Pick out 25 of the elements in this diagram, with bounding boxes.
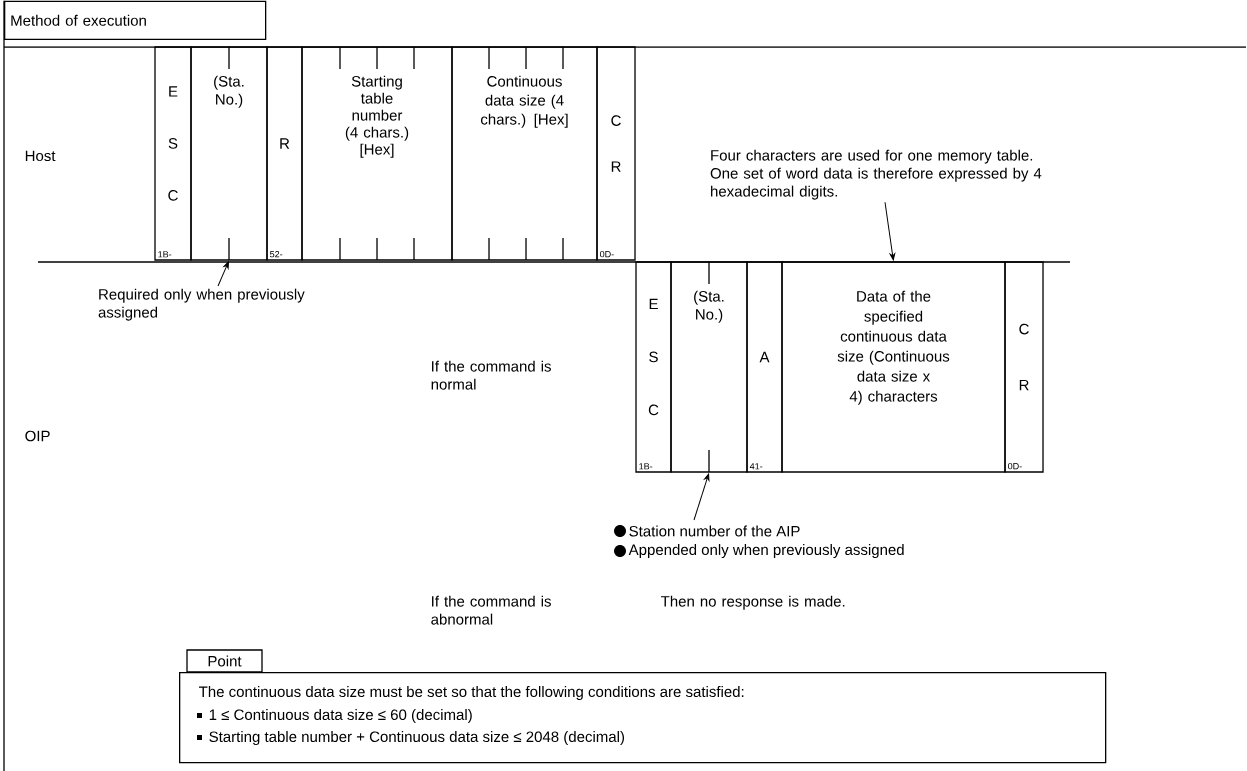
arrow xyxy=(217,261,229,287)
label-text: If the command is abnormal xyxy=(431,595,551,625)
field-cell: Data of the specified continuous data size (Continuous data size x 4) characters xyxy=(781,261,1006,473)
field-cell: Starting table number (4 chars.) [Hex] xyxy=(301,46,453,261)
note-text: Station number of the AIP Appended only when previously assigned xyxy=(614,525,904,558)
label-text: OIP xyxy=(25,430,50,442)
label-text: Host xyxy=(25,150,56,162)
label-text: Then no response is made. xyxy=(661,595,845,610)
field-cell: A 41- xyxy=(746,261,783,473)
note-text: Four characters are used for one memory table. One set of word data is therefore expressed by 4 hexadecimal digits. xyxy=(710,149,1042,200)
field-cell: E S C 1B- xyxy=(635,261,672,473)
note-text: Required only when previously assigned xyxy=(98,288,305,321)
field-cell: C R 0D- xyxy=(1004,261,1044,473)
field-cell: R 52- xyxy=(266,46,303,261)
arrow xyxy=(884,201,896,261)
arrow xyxy=(693,473,710,521)
node-label: Point xyxy=(208,655,242,667)
field-cell: (Sta. No.) xyxy=(670,261,748,473)
section-tab: Method of execution xyxy=(4,0,267,40)
field-cell: E S C 1B- xyxy=(154,46,192,261)
point-box: Point The continuous data size must be set so that the following conditions are satisfied: 1 ≤ Continuous data size ≤ 60 (decimal) Starting table number + Continuous data size ≤ 2048 (decimal) xyxy=(179,649,1107,764)
label-text: If the command is normal xyxy=(431,360,551,390)
field-cell: Continuous data size (4 chars.) [Hex] xyxy=(451,46,598,261)
field-cell: C R 0D- xyxy=(596,46,636,261)
field-cell: (Sta. No.) xyxy=(190,46,268,261)
